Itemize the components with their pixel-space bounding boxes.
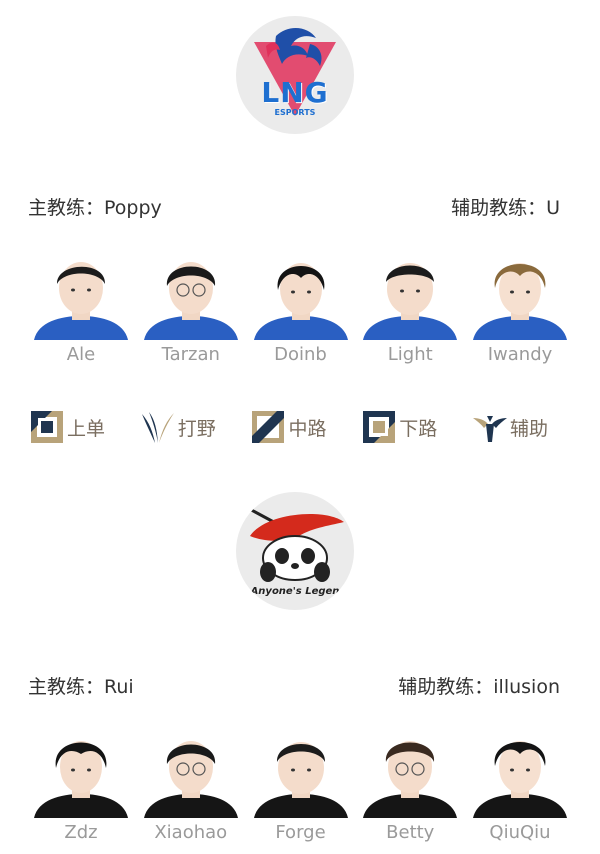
player-name: Forge	[275, 822, 326, 843]
support-icon	[472, 416, 507, 442]
role-bot: 下路	[360, 408, 437, 446]
role-label: 上单	[67, 417, 106, 440]
player-name: Zdz	[64, 822, 98, 843]
player-portrait	[138, 252, 244, 340]
player-card: Zdz	[28, 730, 134, 843]
lng-logo-text: LNG	[261, 76, 329, 109]
player-portrait	[357, 730, 463, 818]
player-card: Tarzan	[138, 252, 244, 365]
role-label: 辅助	[509, 417, 548, 440]
role-legend: 上单 打野 中路 下路 辅助	[28, 408, 548, 446]
player-card: Betty	[357, 730, 463, 843]
player-portrait	[467, 730, 573, 818]
player-portrait	[248, 252, 354, 340]
al-logo-text: Anyone's Legen	[250, 586, 340, 597]
player-portrait	[248, 730, 354, 818]
player-name: Ale	[66, 344, 96, 365]
player-name: Iwandy	[487, 344, 553, 365]
al-team-logo: Anyone's Legen	[236, 492, 354, 610]
player-name: Betty	[386, 822, 435, 843]
al-head-coach: 主教练：Rui	[28, 676, 134, 698]
jungle-icon	[141, 412, 174, 443]
al-assistant-coach: 辅助教练：illusion	[398, 676, 560, 698]
role-jungle: 打野	[139, 408, 216, 446]
role-label: 下路	[399, 417, 438, 440]
player-card: Ale	[28, 252, 134, 365]
lng-logo-subtext: ESPORTS	[274, 108, 316, 117]
role-top: 上单	[28, 408, 105, 446]
player-portrait	[28, 252, 134, 340]
player-card: Iwandy	[467, 252, 573, 365]
role-mid: 中路	[249, 408, 326, 446]
lng-assistant-coach: 辅助教练：U	[451, 197, 560, 219]
lng-head-coach: 主教练：Poppy	[28, 197, 162, 219]
player-name: Doinb	[274, 344, 327, 365]
player-card: Doinb	[248, 252, 354, 365]
player-name: QiuQiu	[489, 822, 551, 843]
player-card: Forge	[248, 730, 354, 843]
al-player-row: Zdz Xiaohao Forge	[28, 730, 573, 843]
role-label: 打野	[177, 417, 216, 440]
player-portrait	[138, 730, 244, 818]
player-card: Light	[357, 252, 463, 365]
player-name: Light	[387, 344, 433, 365]
lng-player-row: Ale Tarzan Doinb	[28, 252, 573, 365]
role-label: 中路	[288, 417, 327, 440]
player-portrait	[467, 252, 573, 340]
player-portrait	[28, 730, 134, 818]
player-name: Xiaohao	[154, 822, 228, 843]
player-card: QiuQiu	[467, 730, 573, 843]
top-lane-icon	[31, 411, 63, 443]
player-card: Xiaohao	[138, 730, 244, 843]
lng-team-logo: LNG ESPORTS	[236, 16, 354, 134]
mid-lane-icon	[252, 411, 285, 443]
bot-lane-icon	[363, 411, 396, 443]
player-name: Tarzan	[161, 344, 220, 365]
player-portrait	[357, 252, 463, 340]
role-support: 辅助	[471, 408, 548, 446]
